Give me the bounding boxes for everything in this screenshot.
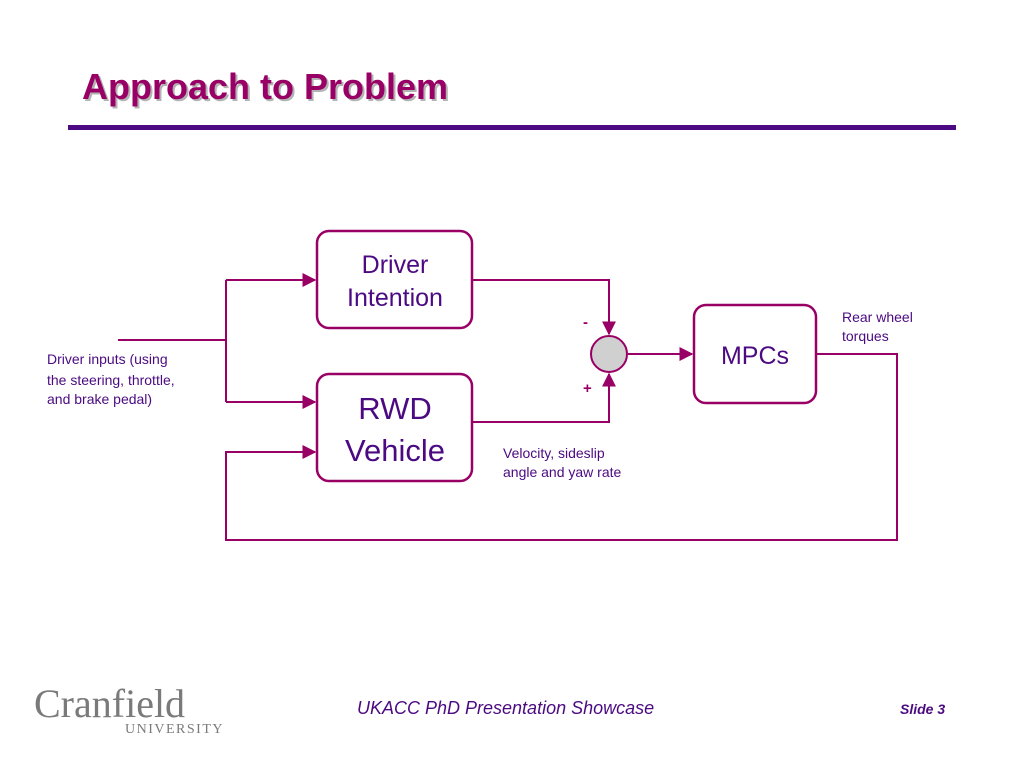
rear-wheel-annotation: Rear wheel torques: [842, 309, 913, 344]
mpcs-label: MPCs: [721, 342, 789, 370]
rear-wheel-line1: Rear wheel: [842, 309, 913, 325]
minus-sign: -: [583, 314, 588, 331]
logo-name: Cranfield: [34, 681, 186, 726]
footer-event-title: UKACC PhD Presentation Showcase: [357, 698, 655, 718]
driver-inputs-annotation: Driver inputs (using the steering, throt…: [47, 351, 175, 407]
rwd-vehicle-label-line1: RWD: [358, 391, 431, 426]
connection-lines: [118, 273, 898, 541]
vehicle-to-junction: [472, 372, 616, 423]
velocity-line2: angle and yaw rate: [503, 464, 622, 480]
title-underline: [68, 125, 956, 130]
mpcs-block: MPCs: [692, 303, 818, 405]
logo-subtitle: UNIVERSITY: [125, 722, 224, 737]
driver-inputs-line1: Driver inputs (using: [47, 351, 168, 367]
driver-intention-label-line2: Intention: [347, 284, 443, 312]
rwd-vehicle-label-line2: Vehicle: [345, 433, 445, 468]
driver-intention-label-line1: Driver: [362, 251, 429, 279]
velocity-line1: Velocity, sideslip: [503, 445, 605, 461]
slide-number: Slide 3: [900, 701, 946, 717]
driver-intention-block: Driver Intention: [315, 229, 474, 330]
mpcs-feedback-loop: [225, 353, 898, 541]
rwd-vehicle-block: RWD Vehicle: [315, 372, 474, 483]
plus-sign: +: [583, 380, 592, 397]
velocity-annotation: Velocity, sideslip angle and yaw rate: [503, 445, 622, 480]
rear-wheel-line2: torques: [842, 328, 889, 344]
slide-title: Approach to Problem: [82, 66, 449, 107]
summing-junction: [590, 335, 628, 373]
driver-inputs-line3: and brake pedal): [47, 391, 152, 407]
cranfield-university-logo: Cranfield UNIVERSITY: [34, 684, 244, 740]
intention-to-junction: [472, 279, 616, 336]
driver-inputs-line2: the steering, throttle,: [47, 372, 175, 388]
